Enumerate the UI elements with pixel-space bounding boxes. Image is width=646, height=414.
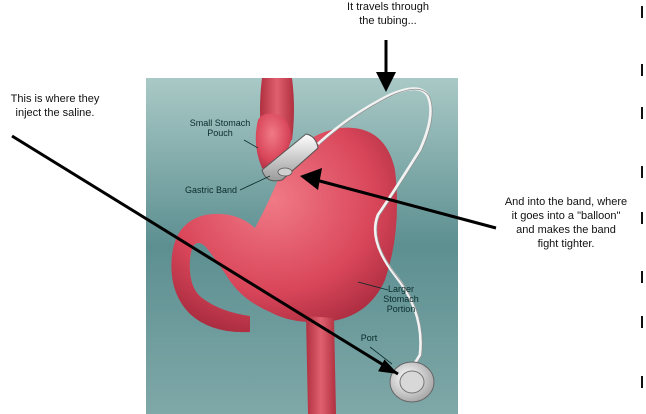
edge-mark	[641, 6, 643, 18]
edge-mark	[641, 271, 643, 283]
edge-mark	[641, 212, 643, 224]
edge-mark	[641, 107, 643, 119]
port-icon	[389, 361, 435, 403]
top-note: It travels through the tubing...	[347, 1, 429, 27]
edge-mark	[641, 316, 643, 328]
arrow-to-band	[300, 168, 497, 230]
duodenum	[306, 316, 336, 414]
gastric-band-icon	[261, 133, 319, 182]
left-note: This is where they inject the saline.	[10, 93, 100, 119]
edge-mark	[641, 376, 643, 388]
label-gastric-band: Gastric Band	[184, 185, 238, 195]
label-small-stomach-pouch: Small Stomach Pouch	[189, 118, 251, 138]
arrow-to-port	[11, 134, 399, 376]
label-larger-stomach-portion: Larger Stomach Portion	[383, 284, 419, 314]
right-note: And into the band, where it goes into a …	[504, 196, 628, 250]
tubing	[316, 87, 433, 369]
larger-stomach-portion	[171, 127, 398, 333]
leader-port	[369, 346, 393, 365]
leader-larger	[357, 281, 389, 291]
edge-mark	[641, 64, 643, 76]
label-port: Port	[360, 333, 378, 343]
leader-pouch	[243, 139, 259, 149]
edge-mark	[641, 166, 643, 178]
arrow-down-to-tubing	[376, 40, 396, 92]
leader-band	[239, 175, 271, 191]
